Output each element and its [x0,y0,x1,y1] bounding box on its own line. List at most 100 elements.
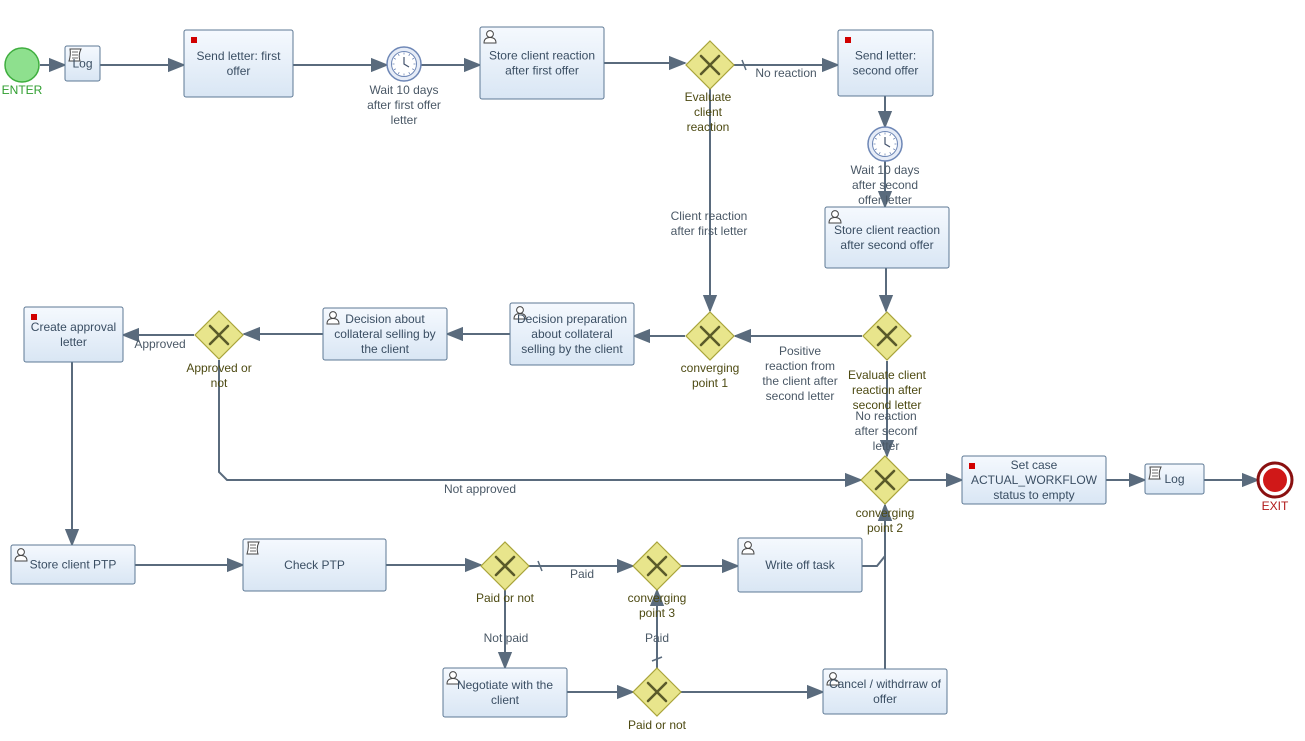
sequence-flows [40,55,1260,700]
x-mark-icon [876,325,898,347]
event-start[interactable] [4,47,40,83]
start-event-label: ENTER [2,83,43,97]
task-label-line: Cancel / withdrraw of [829,677,942,691]
start-event-circle[interactable] [4,47,40,83]
edge-label-line: Not approved [444,482,516,496]
edge-label-line: Client reaction [671,209,748,223]
gateway-label-line: reaction after [852,383,922,397]
start-event-label-line: ENTER [2,83,43,97]
gateway-approved[interactable] [194,310,244,360]
gateway-label-line: Paid or not [476,591,535,605]
x-mark-icon [699,54,721,76]
event-end[interactable] [1256,461,1294,499]
timer-label-line: letter [391,113,418,127]
edge-label-line: Positive [779,344,821,358]
task-writeoff[interactable]: Write off task [737,537,863,593]
gateway-evaluate2[interactable] [862,311,912,361]
x-mark-icon [699,325,721,347]
gateway-label-line: converging [856,506,915,520]
service-marker-icon [31,314,37,320]
task-box[interactable] [23,306,124,363]
task-box[interactable] [822,668,948,715]
script-icon [1148,466,1162,480]
edge-label-line: Approved [134,337,185,351]
task-label-line: Store client reaction [834,223,940,237]
task-label: Check PTP [284,558,345,572]
task-box[interactable] [10,544,136,585]
task-send2[interactable]: Send letter:second offer [837,29,934,97]
task-label-line: collateral selling by [334,327,435,341]
gateway-evaluate1[interactable] [685,40,735,90]
edge-label: Not approved [444,482,516,496]
task-label-line: Decision about [345,312,425,326]
task-label: Write off task [765,558,836,572]
user-icon [483,30,497,44]
task-box[interactable] [479,26,605,100]
task-label-line: after second offer [840,238,933,252]
end-event-label-line: EXIT [1262,499,1289,513]
task-label: Log [72,57,92,71]
user-icon [326,311,340,325]
gateway-label-line: Evaluate [685,90,732,104]
gateway-conv2[interactable] [860,455,910,505]
event-timer2[interactable] [867,126,903,162]
gateway-paid1[interactable] [480,541,530,591]
task-box[interactable] [961,455,1107,505]
task-label-line: status to empty [993,488,1074,502]
x-mark-icon [208,324,230,346]
task-box[interactable] [183,29,294,98]
task-checkptp[interactable]: Check PTP [242,538,387,592]
sequence-flow[interactable] [218,360,863,488]
task-box[interactable] [442,667,568,718]
script-icon [246,541,260,555]
edge-label-line: Not paid [484,631,529,645]
gateway-label: Paid or not [476,591,535,605]
task-label-line: Set case [1011,458,1058,472]
task-box[interactable] [737,537,863,593]
task-label-line: Create approval [31,320,116,334]
edge-label-line: the client after [762,374,837,388]
task-box[interactable] [837,29,934,97]
task-storeptp[interactable]: Store client PTP [10,544,136,585]
event-timer1[interactable] [386,46,422,82]
task-box[interactable] [322,307,448,361]
gateway-label-line: not [211,376,228,390]
gateway-paid2[interactable] [632,667,682,717]
edge-label-line: letter [873,439,900,453]
default-flow-marker [537,560,543,572]
gateway-conv1[interactable] [685,311,735,361]
service-marker-icon [969,463,975,469]
gateway-conv3[interactable] [632,541,682,591]
x-mark-icon [646,555,668,577]
task-log2[interactable]: Log [1144,463,1205,495]
gateway-label-line: converging [628,591,687,605]
task-label-line: Negotiate with the [457,678,553,692]
timer-label-line: Wait 10 days [370,83,439,97]
task-box[interactable] [509,302,635,366]
task-label-line: about collateral [531,327,612,341]
default-flow-marker [741,59,747,71]
task-box[interactable] [824,206,950,269]
task-box[interactable] [242,538,387,592]
gateway-label-line: point 1 [692,376,728,390]
clock-hands-icon [403,57,410,68]
task-log1[interactable]: Log [64,45,101,82]
service-marker-icon [845,37,851,43]
